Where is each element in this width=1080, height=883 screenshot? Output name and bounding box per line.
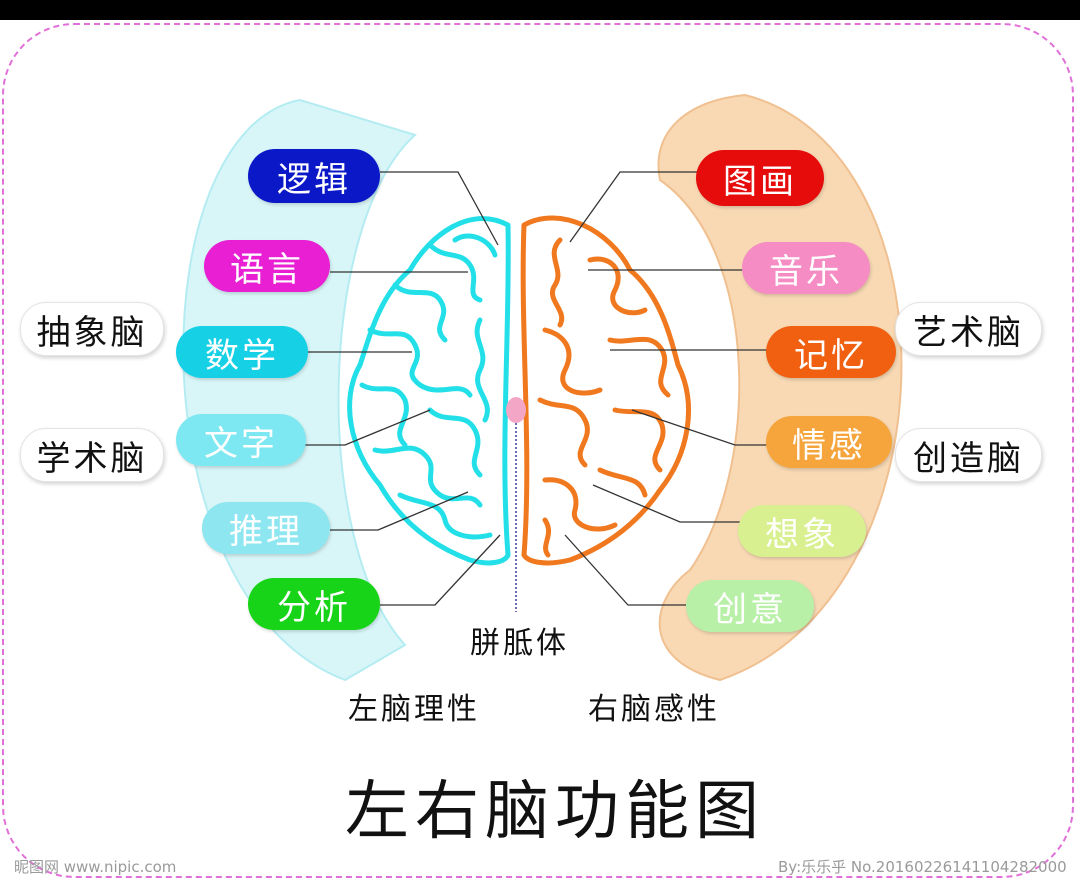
left-leader-lines — [305, 171, 501, 606]
function-creativity-pill: 创意 — [686, 580, 814, 632]
function-writing-label: 文字 — [204, 423, 278, 464]
side-label-abstract-brain: 抽象脑 — [20, 302, 164, 356]
right-leader-lines — [564, 171, 768, 606]
side-label-art-brain: 艺术脑 — [895, 302, 1042, 356]
function-analysis-pill: 分析 — [248, 578, 380, 630]
function-memory-pill: 记忆 — [766, 326, 896, 378]
function-analysis-label: 分析 — [277, 587, 351, 628]
function-writing-pill: 文字 — [176, 414, 306, 466]
side-label-creative-text: 创造脑 — [913, 438, 1024, 479]
corpus-callosum — [506, 397, 526, 423]
function-emotion-label: 情感 — [792, 425, 866, 466]
function-memory-label: 记忆 — [794, 335, 868, 376]
side-label-academic-text: 学术脑 — [36, 438, 148, 479]
function-imagination-pill: 想象 — [738, 505, 866, 557]
function-language-label: 语言 — [230, 249, 304, 290]
function-reasoning-label: 推理 — [229, 511, 303, 552]
function-emotion-pill: 情感 — [766, 416, 892, 468]
function-music-label: 音乐 — [769, 251, 843, 292]
function-creativity-label: 创意 — [713, 589, 787, 630]
function-music-pill: 音乐 — [742, 242, 870, 294]
function-math-pill: 数学 — [176, 326, 308, 378]
function-logic-pill: 逻辑 — [248, 149, 380, 203]
function-imagination-label: 想象 — [765, 514, 839, 555]
function-reasoning-pill: 推理 — [202, 502, 330, 554]
function-drawing-label: 图画 — [723, 161, 797, 202]
watermark-right: By:乐乐乎 No.20160226141104282000 — [778, 858, 1067, 876]
left-hemisphere — [347, 216, 511, 566]
page-title: 左右脑功能图 — [345, 775, 765, 849]
side-label-art-text: 艺术脑 — [913, 312, 1024, 353]
dashed-frame — [2, 23, 1074, 878]
side-label-academic-brain: 学术脑 — [20, 428, 164, 482]
top-black-bar — [0, 0, 1080, 20]
function-logic-label: 逻辑 — [277, 159, 351, 200]
function-language-pill: 语言 — [204, 240, 330, 292]
right-brain-caption: 右脑感性 — [588, 692, 720, 727]
function-math-label: 数学 — [205, 335, 279, 376]
left-brain-caption: 左脑理性 — [348, 692, 480, 727]
corpus-callosum-label: 胼胝体 — [470, 626, 569, 661]
side-label-abstract-text: 抽象脑 — [36, 312, 148, 353]
side-label-creative-brain: 创造脑 — [895, 428, 1042, 482]
function-drawing-pill: 图画 — [696, 150, 824, 206]
watermark-left: 昵图网 www.nipic.com — [14, 858, 177, 876]
